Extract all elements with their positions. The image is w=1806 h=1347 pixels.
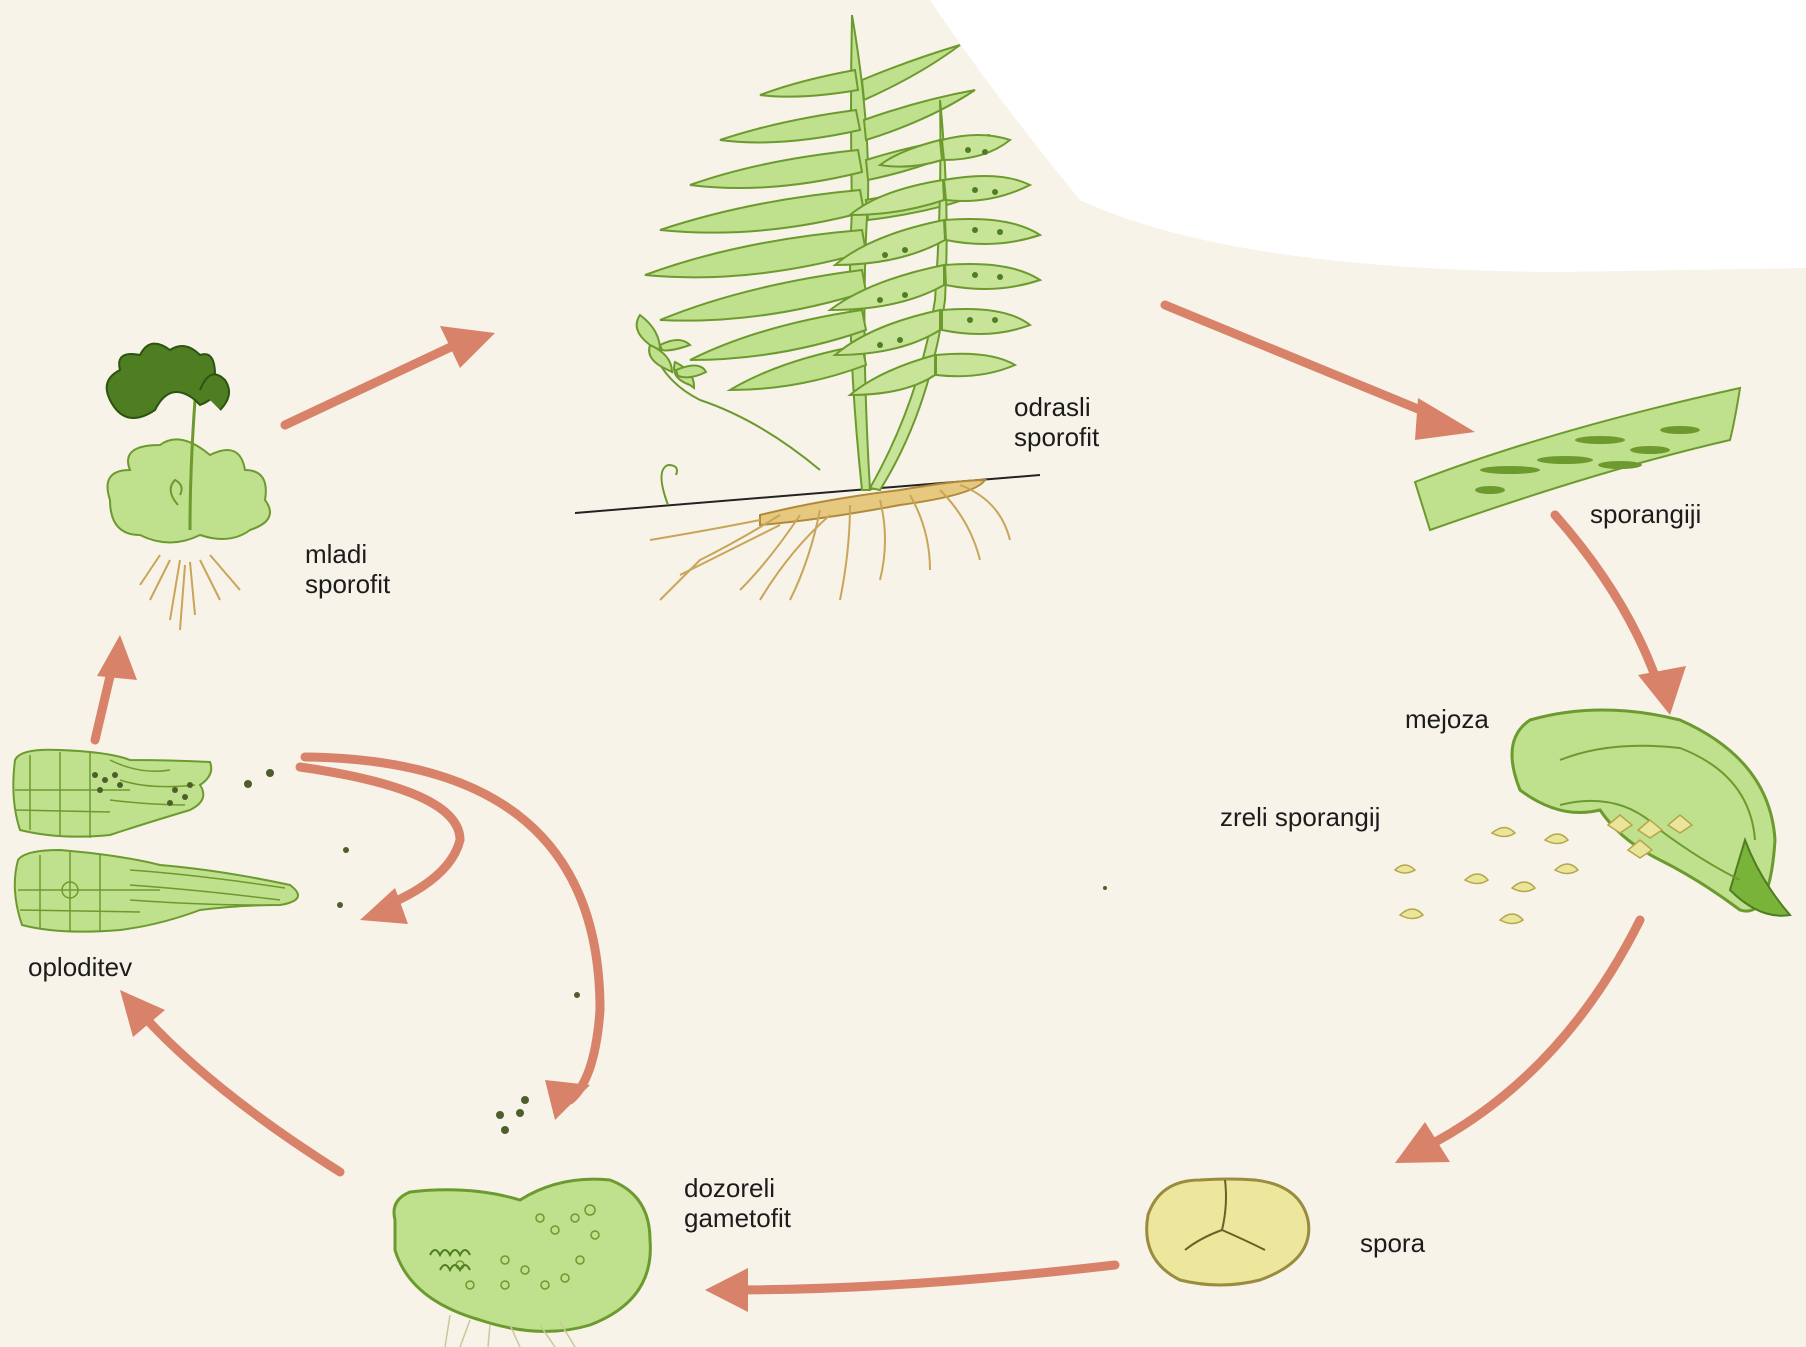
label-sporangia: sporangiji: [1590, 499, 1701, 529]
label-mature-gametophyte-2: gametofit: [684, 1203, 792, 1233]
label-young-sporophyte-2: sporofit: [305, 569, 391, 599]
label-spore: spora: [1360, 1228, 1426, 1258]
label-mature-sporangium: zreli sporangij: [1220, 802, 1380, 832]
label-fertilization: oploditev: [28, 952, 132, 982]
label-meiosis: mejoza: [1405, 704, 1489, 734]
label-mature-gametophyte: dozoreli: [684, 1173, 775, 1203]
label-adult-sporophyte: odrasli: [1014, 392, 1091, 422]
label-adult-sporophyte-2: sporofit: [1014, 422, 1100, 452]
label-young-sporophyte: mladi: [305, 539, 367, 569]
spore-icon: [1147, 1179, 1309, 1285]
